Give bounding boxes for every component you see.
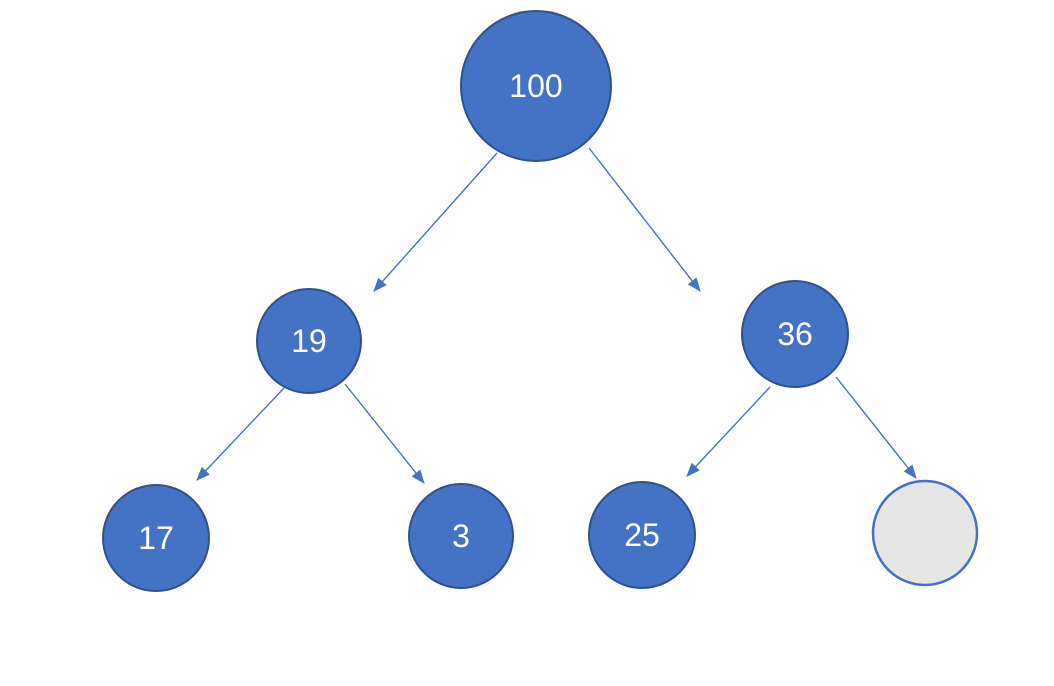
tree-node-left-right: 3 bbox=[408, 483, 514, 589]
tree-node-root-label: 100 bbox=[509, 68, 562, 104]
tree-node-right: 36 bbox=[741, 280, 849, 388]
tree-node-right-left-label: 25 bbox=[624, 517, 660, 553]
tree-node-right-label: 36 bbox=[777, 316, 813, 352]
tree-node-right-left-circle bbox=[588, 481, 696, 589]
edge-root-to-left-arrow bbox=[373, 152, 498, 292]
tree-node-left-left: 17 bbox=[102, 484, 210, 592]
tree-node-root-circle bbox=[460, 10, 612, 162]
edge-right-to-rightright-arrow bbox=[835, 376, 917, 479]
tree-node-left-left-label: 17 bbox=[138, 520, 174, 556]
tree-node-left-right-circle bbox=[408, 483, 514, 589]
tree-node-right-circle bbox=[741, 280, 849, 388]
tree-node-left-left-circle bbox=[102, 484, 210, 592]
tree-node-left-circle bbox=[256, 288, 362, 394]
tree-node-right-right-circle bbox=[871, 479, 979, 587]
edge-left-to-leftleft-arrow bbox=[196, 387, 285, 481]
tree-node-right-left: 25 bbox=[588, 481, 696, 589]
tree-node-right-right-empty bbox=[871, 479, 979, 587]
tree-node-left: 19 bbox=[256, 288, 362, 394]
edge-root-to-right-arrow bbox=[588, 147, 701, 292]
edge-left-to-leftright-arrow bbox=[344, 383, 425, 484]
edge-right-to-rightleft-arrow bbox=[686, 386, 771, 477]
tree-node-left-label: 19 bbox=[291, 323, 327, 359]
tree-node-root: 100 bbox=[460, 10, 612, 162]
tree-node-left-right-label: 3 bbox=[452, 518, 470, 554]
